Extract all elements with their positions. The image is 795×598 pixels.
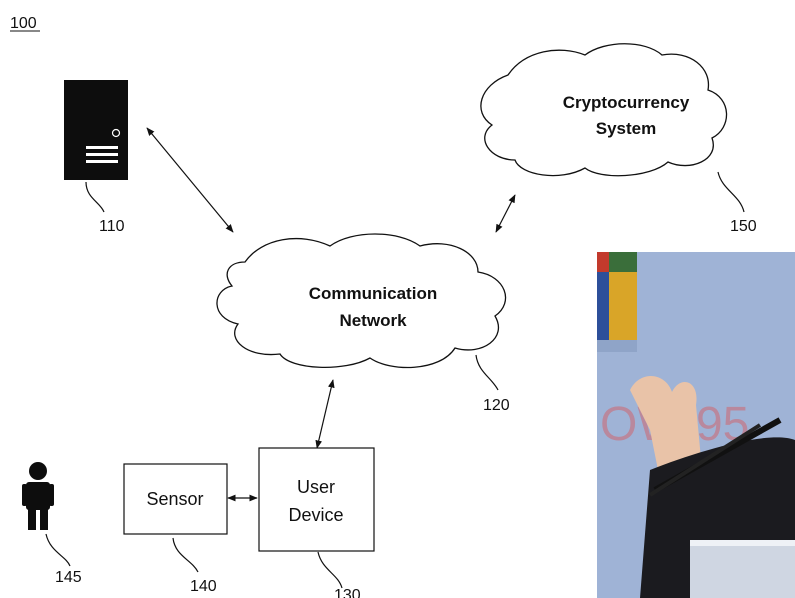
crypto-cloud <box>480 43 728 177</box>
device-ref-leader <box>317 551 343 589</box>
crypto-ref-leader <box>717 171 745 213</box>
sensor-label: Sensor <box>146 489 203 509</box>
arrow-server-network <box>146 127 234 233</box>
server-tower-icon <box>64 80 128 180</box>
person-ref: 145 <box>55 569 82 586</box>
crypto-label-line2: System <box>596 119 656 138</box>
network-ref: 120 <box>483 397 510 414</box>
network-label-line1: Communication <box>309 284 437 303</box>
person-ref-leader <box>45 533 71 567</box>
network-cloud <box>216 233 507 369</box>
figure-number: 100 <box>10 15 37 32</box>
user-device-label-line1: User <box>297 477 335 497</box>
speaker-at-podium-photo: OW 95 <box>597 252 795 598</box>
arrow-network-device <box>315 379 335 449</box>
crypto-ref: 150 <box>730 218 757 235</box>
sensor-ref: 140 <box>190 578 217 595</box>
server-ref: 110 <box>99 218 125 235</box>
server-ref-leader <box>85 181 105 213</box>
network-label-line2: Network <box>339 311 407 330</box>
user-device-label-line2: Device <box>288 505 343 525</box>
person-icon <box>22 462 54 530</box>
sensor-ref-leader <box>172 537 199 573</box>
user-device-box <box>258 447 375 552</box>
sensor-box <box>123 463 228 535</box>
arrow-network-crypto <box>495 194 516 233</box>
network-ref-leader <box>475 354 499 391</box>
device-ref: 130 <box>334 587 361 598</box>
crypto-label-line1: Cryptocurrency <box>563 93 690 112</box>
